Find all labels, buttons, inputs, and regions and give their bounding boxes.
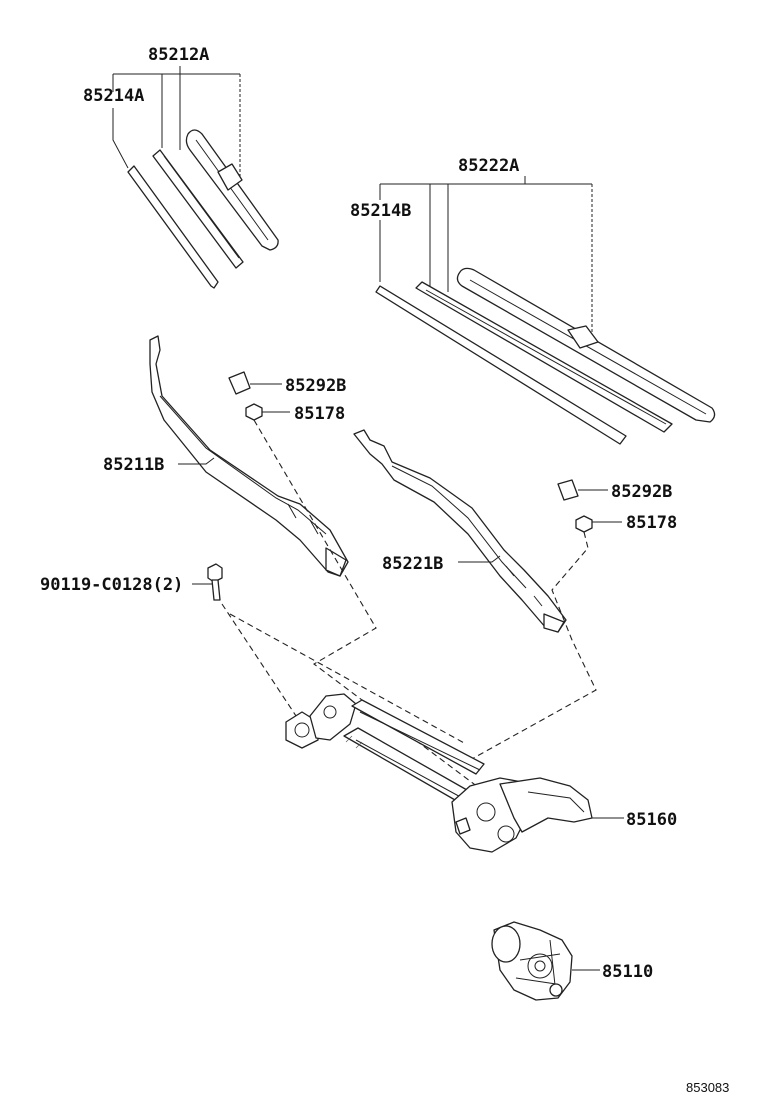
right-wiper-arm	[353, 429, 567, 633]
callout-85214A: 85214A	[83, 86, 144, 106]
callout-85211B: 85211B	[103, 455, 164, 475]
callout-85212A: 85212A	[148, 45, 209, 65]
wiper-motor	[491, 921, 600, 1001]
right-cap-and-nut	[557, 479, 622, 533]
right-blade-refill	[375, 285, 627, 445]
callout-85178-right: 85178	[626, 513, 677, 533]
left-wiper-arm	[149, 335, 349, 577]
right-blade-rubber	[415, 281, 673, 433]
bolt	[192, 563, 223, 601]
callout-85214B: 85214B	[350, 201, 411, 221]
leader-lines	[178, 457, 501, 563]
left-cap-and-nut	[228, 371, 290, 421]
callout-labels: 85212A 85214A 85222A 85214B 85292B 85178…	[40, 45, 677, 982]
callout-85110: 85110	[602, 962, 653, 982]
wiper-linkage	[285, 693, 624, 853]
callout-85292B-right: 85292B	[611, 482, 672, 502]
callout-85178-left: 85178	[294, 404, 345, 424]
left-blade-refill	[127, 165, 219, 289]
left-blade-group	[112, 66, 279, 289]
left-nut	[245, 403, 263, 421]
right-cap	[557, 479, 579, 501]
figure-number: 853083	[686, 1080, 729, 1095]
left-blade-rubber	[152, 149, 244, 269]
callout-85160: 85160	[626, 810, 677, 830]
callout-85292B-left: 85292B	[285, 376, 346, 396]
callout-85222A: 85222A	[458, 156, 519, 176]
callout-85221B: 85221B	[382, 554, 443, 574]
callout-90119-C0128: 90119-C0128(2)	[40, 575, 183, 595]
right-nut	[575, 515, 593, 533]
left-cap	[228, 371, 251, 395]
right-blade-group	[375, 176, 716, 445]
